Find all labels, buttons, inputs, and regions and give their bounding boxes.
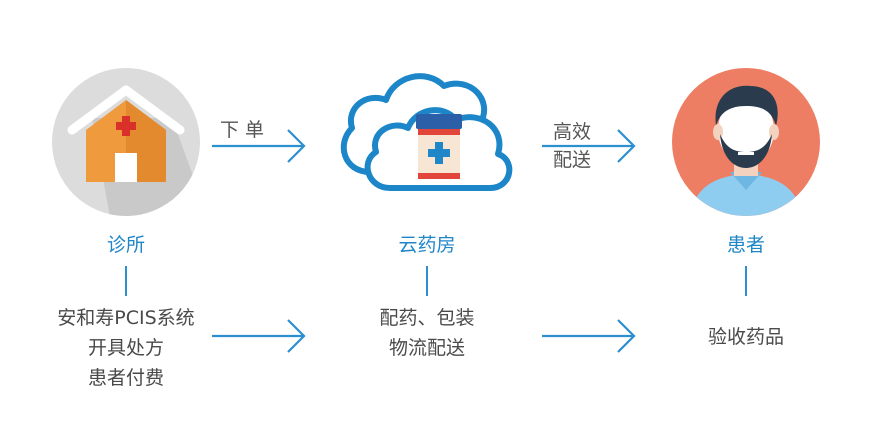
delivery-label-line-1: 高效	[553, 121, 592, 143]
patient-label: 患者	[726, 234, 765, 256]
clinic-desc-line-2: 开具处方	[87, 337, 164, 359]
pharmacy-desc-line-2: 物流配送	[388, 337, 465, 359]
patient-desc-line-1: 验收药品	[707, 326, 784, 348]
flow-arrow-pharmacy-to-patient	[542, 319, 636, 353]
clinic-connector-line	[125, 266, 127, 296]
pharmacy-desc-line-1: 配药、包装	[379, 307, 475, 329]
cloud-pharmacy-label: 云药房	[398, 234, 456, 256]
cloud-pharmacy-icon	[340, 73, 513, 191]
delivery-arrow	[542, 129, 636, 163]
clinic-label: 诊所	[106, 234, 145, 256]
delivery-label-line-2: 配送	[553, 149, 592, 171]
patient-description: 验收药品	[636, 322, 856, 352]
clinic-desc-line-3: 患者付费	[87, 367, 164, 389]
pharmacy-description: 配药、包装 物流配送	[317, 303, 537, 363]
clinic-icon	[52, 68, 200, 216]
patient-avatar-icon	[672, 68, 820, 216]
clinic-description: 安和寿PCIS系统 开具处方 患者付费	[16, 303, 236, 393]
flow-arrow-clinic-to-pharmacy	[212, 319, 306, 353]
patient-connector-line	[745, 266, 747, 296]
delivery-arrow-label: 高效 配送	[553, 118, 591, 174]
clinic-desc-line-1: 安和寿PCIS系统	[57, 307, 195, 329]
order-arrow	[212, 129, 306, 163]
order-arrow-label: 下 单	[220, 119, 265, 141]
pharmacy-connector-line	[426, 266, 428, 296]
